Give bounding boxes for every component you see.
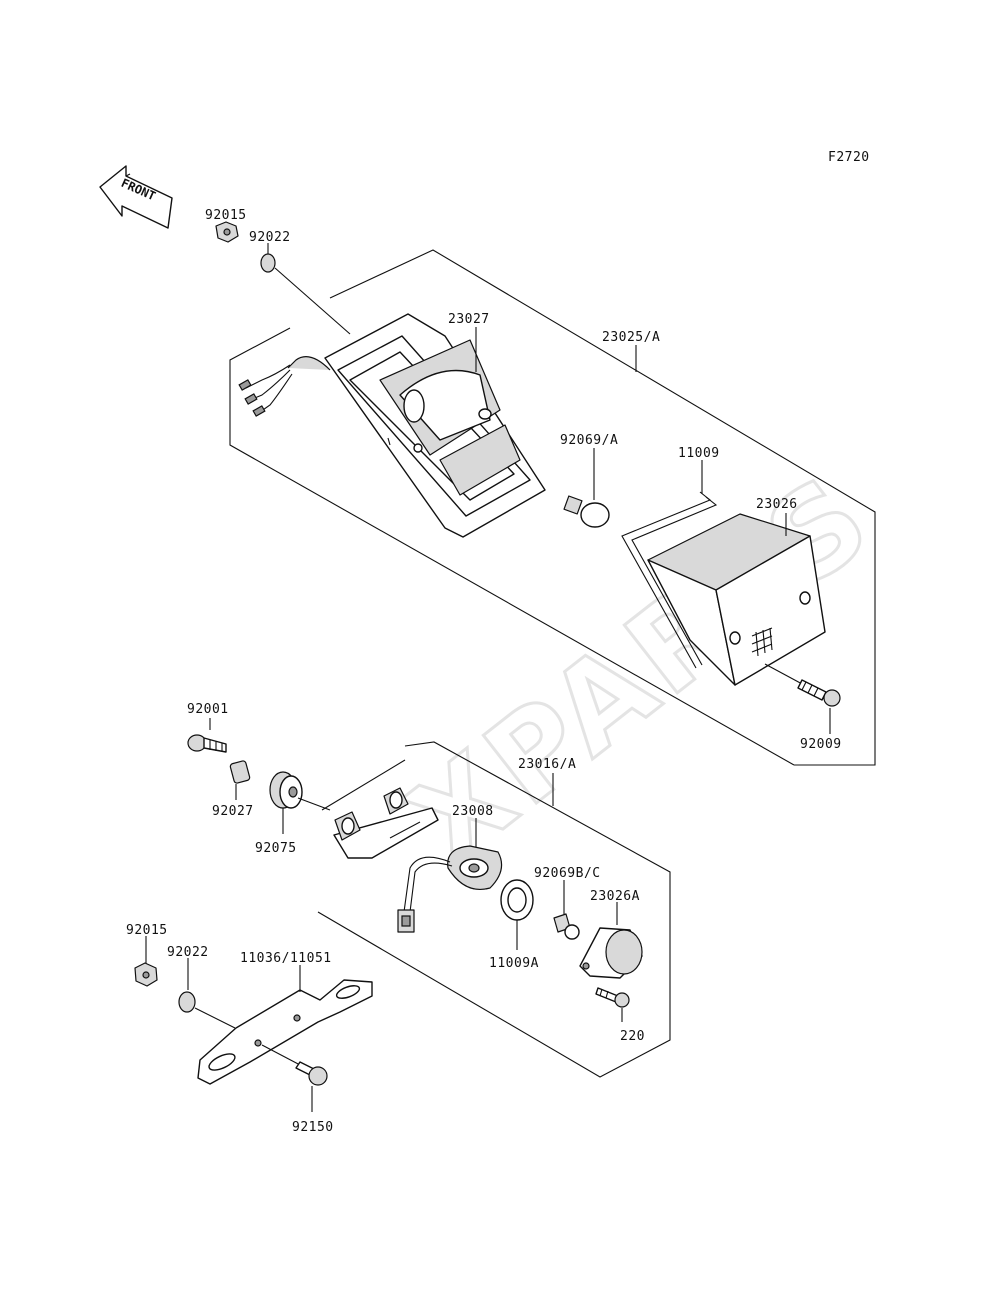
nut-92015-bottom: 92015 <box>126 923 168 987</box>
bulb-92069A: 92069/A <box>560 433 618 528</box>
washer-92022-bottom: 92022 <box>167 945 236 1029</box>
tail-light-housing-23027: 23027 <box>238 312 546 538</box>
label-92075: 92075 <box>255 841 297 856</box>
label-92015-bottom: 92015 <box>126 923 168 938</box>
label-92022-bottom: 92022 <box>167 945 209 960</box>
label-23026: 23026 <box>756 497 798 512</box>
label-92015-top: 92015 <box>205 208 247 223</box>
label-23027: 23027 <box>448 312 490 327</box>
label-92022-top: 92022 <box>249 230 291 245</box>
label-11009A: 11009A <box>489 956 539 971</box>
label-92027: 92027 <box>212 804 254 819</box>
label-92009: 92009 <box>800 737 842 752</box>
label-23025A: 23025/A <box>602 330 660 345</box>
screw-92009: 92009 <box>764 663 842 752</box>
label-92001: 92001 <box>187 702 229 717</box>
gasket-11009A: 11009A <box>489 879 539 971</box>
license-lamp-bracket <box>333 787 439 859</box>
label-92069BC: 92069B/C <box>534 866 601 881</box>
lens-23026A: 23026A <box>579 889 643 979</box>
assembly-box-23025A <box>229 249 876 766</box>
figure-code: F2720 <box>828 150 870 165</box>
front-arrow-icon: FRONT <box>99 165 173 229</box>
label-23008: 23008 <box>452 804 494 819</box>
socket-23008: 23008 <box>397 804 503 933</box>
label-92150: 92150 <box>292 1120 334 1135</box>
screw-220: 220 <box>595 987 645 1044</box>
lens-23026: 23026 <box>647 497 826 686</box>
gasket-11009: 11009 <box>621 446 720 669</box>
bulb-92069BC: 92069B/C <box>534 866 601 940</box>
label-92069A: 92069/A <box>560 433 618 448</box>
bolt-92150: 92150 <box>261 1044 334 1135</box>
label-23016A: 23016/A <box>518 757 576 772</box>
washer-92022-top: 92022 <box>249 230 351 335</box>
label-11009: 11009 <box>678 446 720 461</box>
nut-92015-top: 92015 <box>205 208 247 243</box>
bracket-11036-11051: 11036/11051 <box>197 951 373 1085</box>
lens-grid-icon <box>751 627 773 657</box>
bolt-92001: 92001 <box>187 702 229 753</box>
label-220: 220 <box>620 1029 645 1044</box>
label-11036-11051: 11036/11051 <box>240 951 332 966</box>
label-23026A: 23026A <box>590 889 640 904</box>
grommet-92075: 92075 <box>255 771 331 856</box>
collar-92027: 92027 <box>212 760 254 819</box>
assembly-box-23016A <box>317 741 671 1078</box>
